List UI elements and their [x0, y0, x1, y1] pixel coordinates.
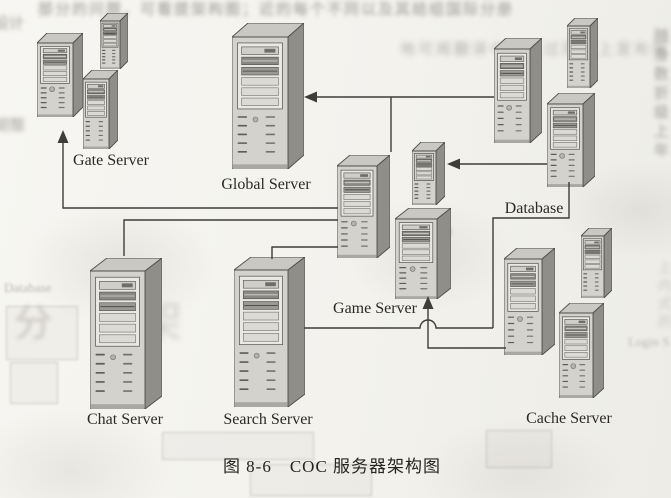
edge-game-to-chat: [123, 219, 338, 256]
server-tower-global-server: [232, 23, 304, 169]
server-tower-game-server: [337, 155, 390, 258]
arrowhead-game-to-gate: [57, 130, 69, 143]
server-tower-database: [567, 18, 598, 88]
server-tower-gate-server: [83, 70, 118, 149]
server-tower-search-server: [234, 257, 305, 407]
server-tower-gate-server: [100, 13, 128, 69]
edge-search-db-link: [304, 319, 493, 329]
server-tower-database: [494, 38, 542, 143]
arrowhead-db-to-global: [304, 91, 317, 103]
node-label-chat-server: Chat Server: [87, 411, 163, 428]
arrowhead-cache-to-game2: [422, 296, 434, 309]
figure-caption: 图 8-6 COC 服务器架构图: [222, 457, 442, 476]
node-label-global-server: Global Server: [221, 176, 311, 193]
node-label-search-server: Search Server: [223, 411, 313, 428]
edge-game-to-search: [271, 246, 338, 259]
node-label-gate-server: Gate Server: [73, 152, 149, 169]
server-tower-cache-server: [559, 303, 604, 398]
node-label-game-server: Game Server: [333, 300, 417, 317]
server-tower-chat-server: [90, 258, 162, 409]
server-tower-game-server: [412, 142, 445, 205]
node-label-cache-server: Cache Server: [526, 410, 612, 427]
edge-game-to-gate: [62, 143, 338, 209]
arrowhead-db-to-game-small: [447, 158, 460, 170]
server-tower-gate-server: [37, 33, 83, 117]
server-tower-cache-server: [581, 228, 612, 298]
server-tower-game-server: [395, 208, 451, 299]
edge-cache-to-game2: [427, 309, 506, 349]
server-tower-database: [547, 93, 595, 187]
edge-db-down-link: [492, 182, 570, 328]
server-tower-cache-server: [504, 248, 555, 355]
node-label-database: Database: [504, 200, 564, 217]
